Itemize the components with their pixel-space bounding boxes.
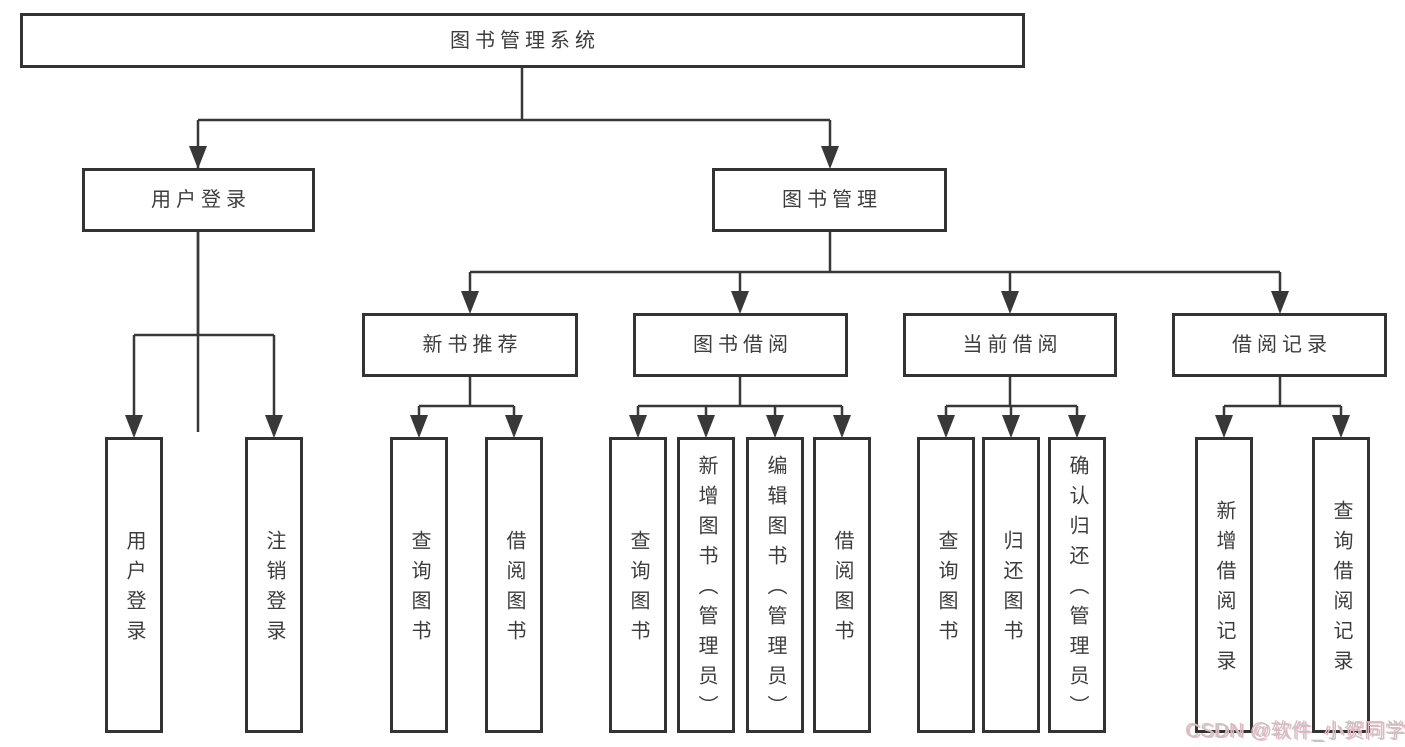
node-book-borrow: 图书借阅 bbox=[633, 313, 848, 377]
leaf-add-borrow-record: 新增借阅记录 bbox=[1195, 437, 1253, 733]
arrowhead bbox=[1271, 291, 1289, 314]
leaf-user-login: 用户登录 bbox=[105, 437, 163, 733]
leaf-logout-label: 注销登录 bbox=[263, 530, 285, 650]
arrowhead bbox=[410, 415, 428, 438]
arrowhead bbox=[265, 415, 283, 438]
leaf-edit-book-admin-label: 编辑图书（管理员） bbox=[764, 455, 786, 725]
leaf-borrow-books-1-label: 借阅图书 bbox=[503, 530, 525, 650]
node-current-borrow: 当前借阅 bbox=[903, 313, 1117, 377]
arrowhead bbox=[1001, 291, 1019, 314]
leaf-query-books-2: 查询图书 bbox=[609, 437, 667, 733]
connector-root bbox=[196, 68, 832, 432]
node-current-borrow-label: 当前借阅 bbox=[962, 334, 1063, 356]
node-user-login: 用户登录 bbox=[82, 168, 315, 232]
arrowhead bbox=[1002, 415, 1020, 438]
arrowhead bbox=[189, 146, 207, 169]
connector-borrow-record bbox=[1222, 377, 1343, 432]
leaf-query-books-3-label: 查询图书 bbox=[935, 530, 957, 650]
node-book-mgmt: 图书管理 bbox=[712, 168, 947, 232]
arrowhead bbox=[1215, 415, 1233, 438]
leaf-add-book-admin-label: 新增图书（管理员） bbox=[695, 455, 717, 725]
arrowhead bbox=[697, 415, 715, 438]
arrowhead bbox=[125, 415, 143, 438]
leaf-confirm-return-admin: 确认归还（管理员） bbox=[1048, 437, 1106, 733]
arrowhead bbox=[731, 291, 749, 314]
arrowhead bbox=[1332, 415, 1350, 438]
connector-book-mgmt bbox=[468, 232, 1282, 308]
node-user-login-label: 用户登录 bbox=[151, 189, 251, 211]
node-borrow-record: 借阅记录 bbox=[1172, 313, 1387, 377]
node-book-mgmt-label: 图书管理 bbox=[782, 189, 882, 211]
arrowhead bbox=[461, 291, 479, 314]
connector-new-book-rec bbox=[417, 377, 516, 432]
node-new-book-rec: 新书推荐 bbox=[362, 313, 578, 377]
leaf-borrow-books-1: 借阅图书 bbox=[485, 437, 543, 733]
node-borrow-record-label: 借阅记录 bbox=[1232, 334, 1332, 356]
leaf-borrow-books-2: 借阅图书 bbox=[813, 437, 871, 733]
arrowhead bbox=[821, 146, 839, 169]
connector-current-borrow bbox=[944, 377, 1079, 432]
node-root: 图书管理系统 bbox=[20, 13, 1025, 68]
connector-book-borrow bbox=[636, 377, 844, 432]
node-new-book-rec-label: 新书推荐 bbox=[422, 334, 523, 356]
leaf-edit-book-admin: 编辑图书（管理员） bbox=[746, 437, 804, 733]
leaf-return-books-label: 归还图书 bbox=[1000, 530, 1022, 650]
csdn-watermark: CSDN @软件_小贺同学 bbox=[1185, 720, 1405, 742]
leaf-borrow-books-2-label: 借阅图书 bbox=[831, 530, 853, 650]
leaf-query-borrow-record-label: 查询借阅记录 bbox=[1330, 500, 1352, 680]
leaf-add-borrow-record-label: 新增借阅记录 bbox=[1213, 500, 1235, 680]
leaf-query-books-1-label: 查询图书 bbox=[408, 530, 430, 650]
connector-user-login bbox=[132, 232, 276, 432]
arrowhead bbox=[629, 415, 647, 438]
arrowhead bbox=[937, 415, 955, 438]
arrowhead bbox=[505, 415, 523, 438]
node-root-label: 图书管理系统 bbox=[450, 29, 600, 52]
leaf-query-books-2-label: 查询图书 bbox=[627, 530, 649, 650]
leaf-add-book-admin: 新增图书（管理员） bbox=[677, 437, 735, 733]
arrowhead bbox=[833, 415, 851, 438]
leaf-query-books-3: 查询图书 bbox=[917, 437, 975, 733]
leaf-query-borrow-record: 查询借阅记录 bbox=[1312, 437, 1370, 733]
node-book-borrow-label: 图书借阅 bbox=[693, 334, 793, 356]
leaf-logout: 注销登录 bbox=[245, 437, 303, 733]
leaf-confirm-return-admin-label: 确认归还（管理员） bbox=[1066, 455, 1088, 725]
leaf-user-login-label: 用户登录 bbox=[123, 530, 145, 650]
arrowhead bbox=[766, 415, 784, 438]
leaf-return-books: 归还图书 bbox=[982, 437, 1040, 733]
arrowhead bbox=[1068, 415, 1086, 438]
leaf-query-books-1: 查询图书 bbox=[390, 437, 448, 733]
